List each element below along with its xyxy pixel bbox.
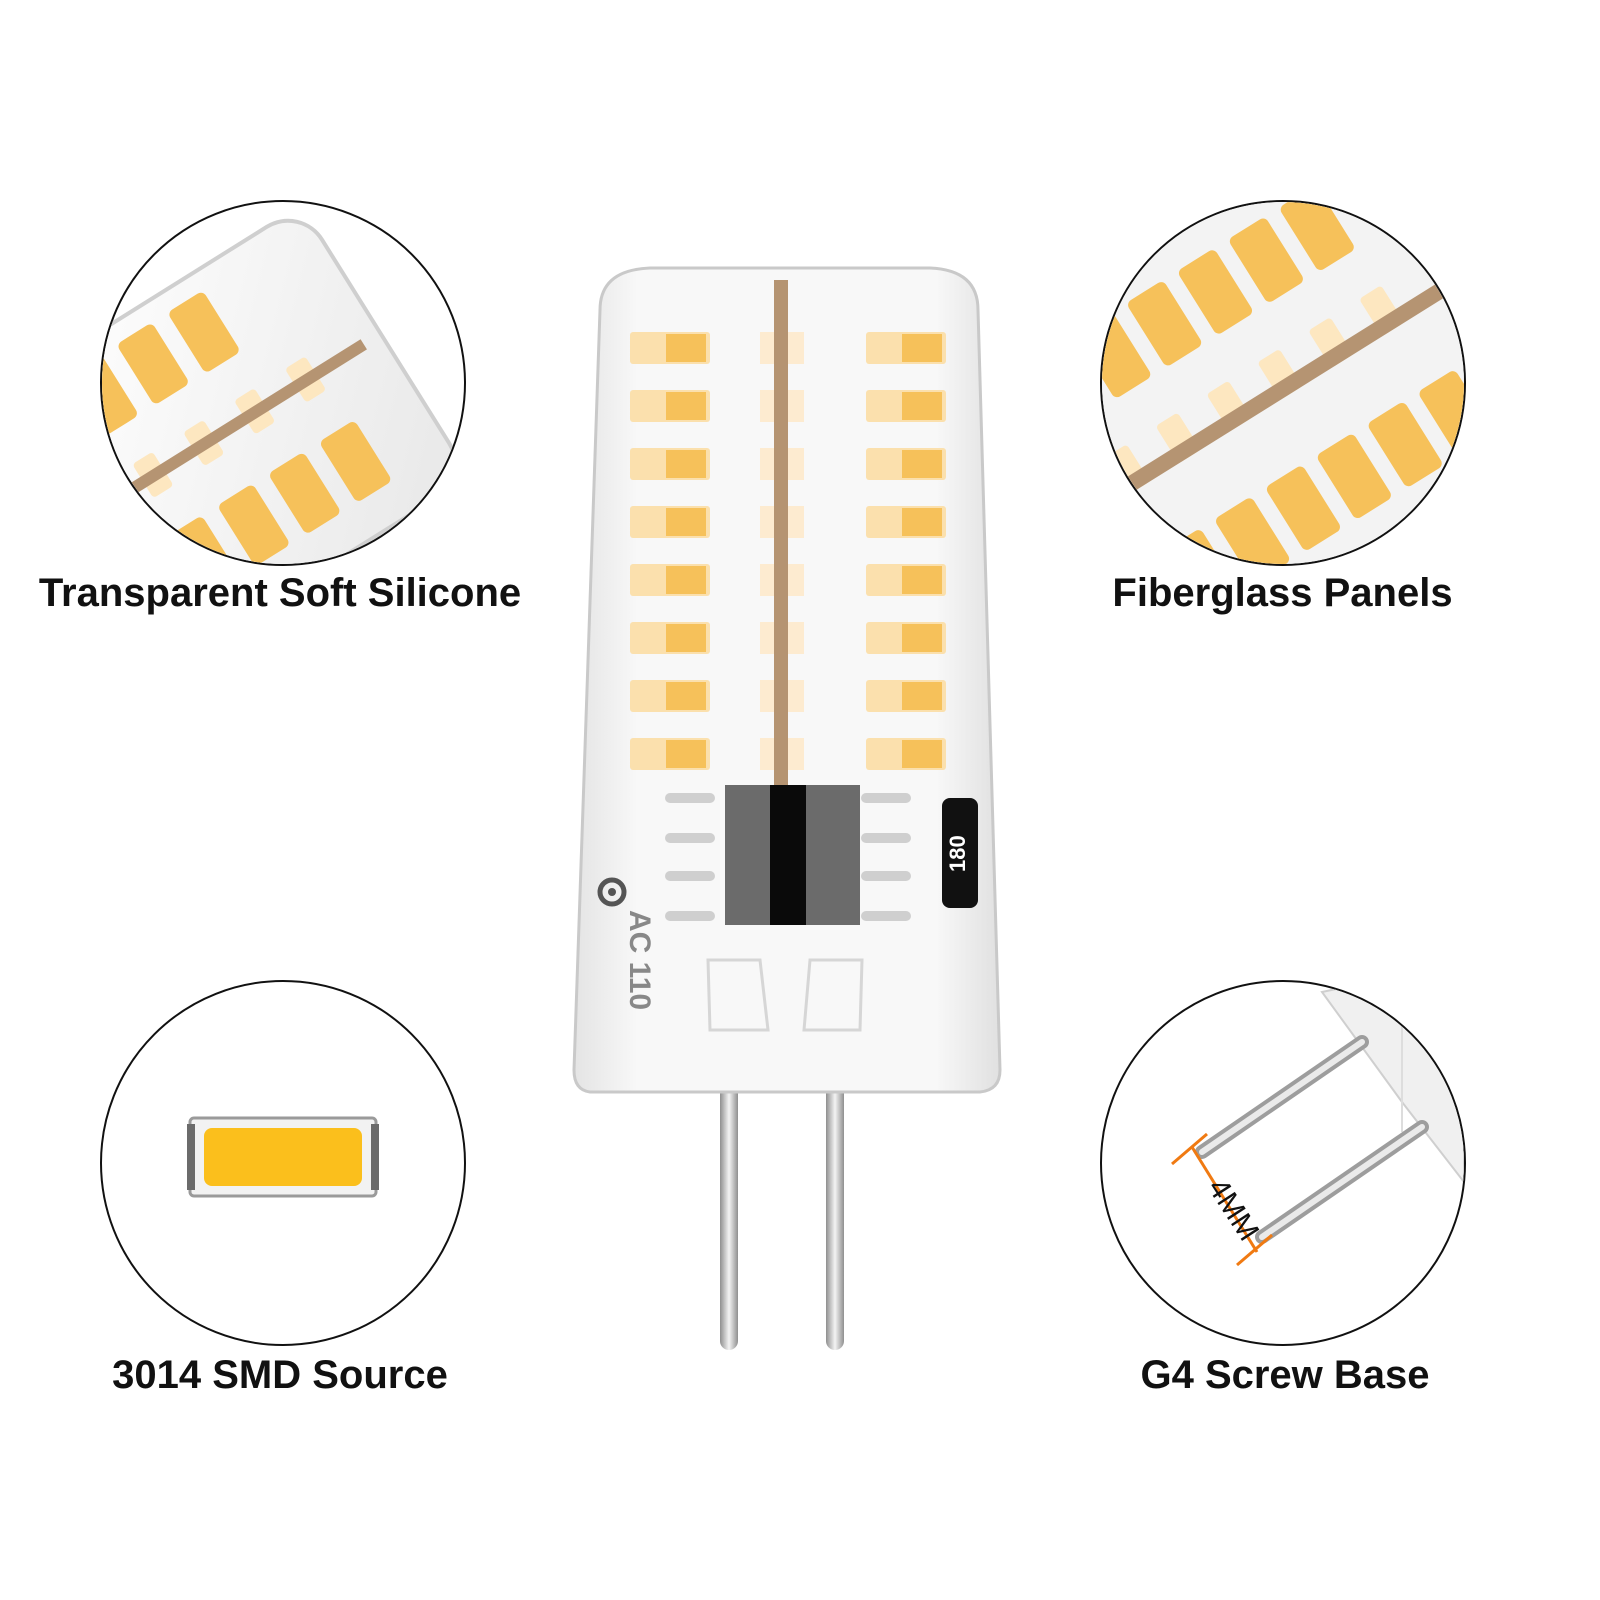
smd-chip-icon <box>187 1116 379 1198</box>
led-chip-core <box>666 392 706 420</box>
g4-base-label: G4 Screw Base <box>1140 1353 1430 1397</box>
smd-closeup <box>100 980 466 1346</box>
led-chip-core <box>666 682 706 710</box>
led-chip-core <box>902 508 942 536</box>
led-chip-core <box>902 450 942 478</box>
led-chip-core <box>902 566 942 594</box>
pins-closeup-icon: 4MM <box>1171 982 1464 1267</box>
led-chip-core <box>666 508 706 536</box>
led-chip-core <box>666 450 706 478</box>
voltage-label: AC 110 <box>623 910 656 1010</box>
silicone-label: Transparent Soft Silicone <box>38 571 522 615</box>
led-chip-core <box>666 624 706 652</box>
fiberglass-label: Fiberglass Panels <box>1112 571 1453 615</box>
g4-bulb-icon: 180 AC 110 <box>572 266 1002 1350</box>
led-chip-core <box>666 740 706 768</box>
led-chip-core <box>666 334 706 362</box>
pins-closeup: 4MM <box>1100 980 1466 1346</box>
resistor-code: 180 <box>945 835 970 872</box>
led-chip-core <box>666 566 706 594</box>
led-chip-core <box>902 624 942 652</box>
silicone-closeup-icon <box>102 218 458 564</box>
led-chip-core <box>902 334 942 362</box>
fiberglass-closeup-icon <box>1102 202 1464 564</box>
fiberglass-closeup <box>1100 200 1466 566</box>
smd-label: 3014 SMD Source <box>112 1353 448 1397</box>
led-chip-core <box>902 740 942 768</box>
led-chip-core <box>902 682 942 710</box>
led-chip-core <box>902 392 942 420</box>
silicone-closeup <box>100 200 466 566</box>
